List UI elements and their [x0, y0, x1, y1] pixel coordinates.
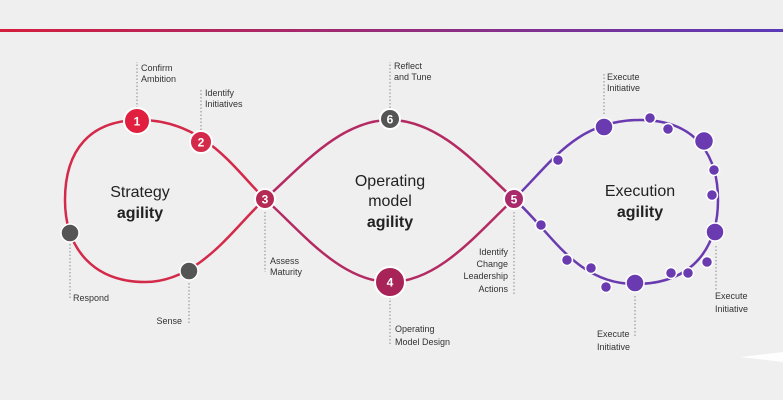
step-node-3: 3 [254, 188, 276, 210]
execution-dot [707, 163, 721, 177]
step-label-2-line2: Initiatives [205, 99, 243, 109]
respond-node [60, 223, 80, 243]
execution-dot [693, 130, 715, 152]
execute-top-label-line1: Execute [607, 72, 640, 82]
decorative-wedge [740, 352, 783, 362]
execution-dot [643, 111, 657, 125]
strategy-loop-curve [63, 118, 266, 284]
execution-dot [599, 280, 613, 294]
step-label-3-line2: Maturity [270, 267, 303, 277]
step-node-5: 5 [503, 188, 525, 210]
step-label-6-line1: Reflect [394, 61, 423, 71]
execute-bottom-label-line1: Execute [597, 329, 630, 339]
operating-title: Operating [355, 173, 425, 190]
execution-dot [534, 218, 548, 232]
step-number: 1 [134, 115, 141, 129]
step-label-6-line2: and Tune [394, 72, 432, 82]
execution-dot [681, 266, 695, 280]
step-node-4: 4 [374, 266, 406, 298]
step-label-4-line2: Model Design [395, 337, 450, 347]
leader-lines [69, 62, 717, 345]
execution-dot [560, 253, 574, 267]
execution-dot [705, 222, 725, 242]
execution-dot [700, 255, 714, 269]
step-node-1: 1 [123, 107, 151, 135]
execution-dot [551, 153, 565, 167]
step-label-1-line2: Ambition [141, 74, 176, 84]
step-number: 4 [387, 276, 394, 290]
step-number: 3 [262, 193, 269, 207]
step-label-3-line1: Assess [270, 256, 300, 266]
step-label-2-line1: Identify [205, 88, 235, 98]
step-label-5-line3: Leadership [463, 271, 508, 281]
operating-subtitle: agility [367, 214, 413, 231]
execution-dot [625, 273, 645, 293]
sense-label: Sense [156, 316, 182, 326]
execute-right-label-line1: Execute [715, 291, 748, 301]
step-number: 5 [511, 193, 518, 207]
execution-dots [534, 111, 725, 294]
respond-label: Respond [73, 293, 109, 303]
execution-subtitle: agility [617, 204, 663, 221]
execution-dot [664, 266, 678, 280]
step-label-4-line1: Operating [395, 324, 435, 334]
execution-dot [661, 122, 675, 136]
execution-title: Execution [605, 183, 675, 200]
step-number: 6 [387, 113, 394, 127]
execution-loop-curve [513, 118, 720, 286]
step-node-6: 6 [379, 108, 401, 130]
strategy-subtitle: agility [117, 205, 163, 222]
step-label-5-line2: Change [476, 259, 508, 269]
execution-dot [584, 261, 598, 275]
step-number: 2 [198, 136, 205, 150]
execute-top-label-line2: Initiative [607, 83, 640, 93]
execute-bottom-label-line2: Initiative [597, 342, 630, 352]
operating-title-line2: model [368, 193, 412, 210]
top-gradient-bar [0, 29, 783, 32]
step-label-1-line1: Confirm [141, 63, 173, 73]
strategy-title: Strategy [110, 184, 170, 201]
execution-dot [594, 117, 614, 137]
sense-node [179, 261, 199, 281]
step-node-2: 2 [189, 130, 213, 154]
step-label-5-line1: Identify [479, 247, 509, 257]
execute-right-label-line2: Initiative [715, 304, 748, 314]
step-label-5-line4: Actions [478, 284, 508, 294]
execution-dot [705, 188, 719, 202]
